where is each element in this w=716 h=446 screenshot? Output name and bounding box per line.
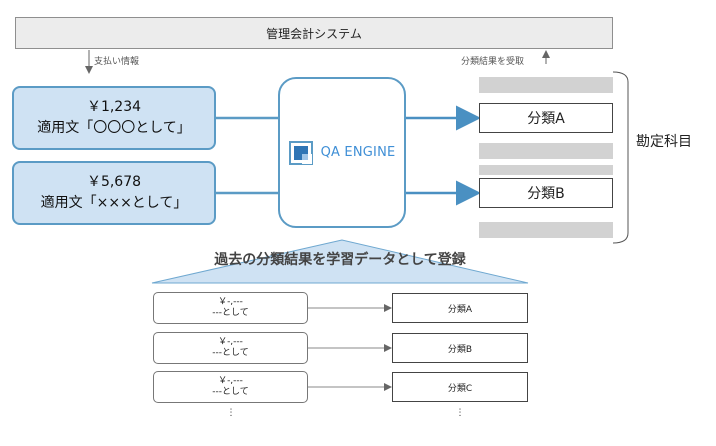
training-text: ---として bbox=[212, 348, 249, 358]
category-a-box: 分類A bbox=[479, 103, 613, 133]
accounts-label: 勘定科目 bbox=[636, 134, 692, 150]
more-rows-ellipsis: ⋮ bbox=[226, 408, 236, 418]
training-data-box: ￥-,--- ---として bbox=[153, 292, 308, 324]
transaction-description: 適用文「〇〇〇として」 bbox=[37, 120, 191, 136]
training-text: ---として bbox=[212, 308, 249, 318]
training-amount: ￥-,--- bbox=[218, 297, 243, 307]
payment-info-label: 支払い情報 bbox=[94, 57, 140, 67]
account-placeholder-bar bbox=[479, 165, 613, 175]
more-rows-ellipsis: ⋮ bbox=[455, 408, 465, 418]
transaction-box: ￥1,234 適用文「〇〇〇として」 bbox=[12, 86, 216, 150]
training-label-box: 分類B bbox=[392, 333, 528, 363]
training-label: 分類B bbox=[447, 344, 473, 355]
category-b-box: 分類B bbox=[479, 178, 613, 208]
qa-engine-logo: QA ENGINE bbox=[288, 140, 396, 165]
category-label: 分類B bbox=[527, 186, 565, 202]
qa-engine-name: QA ENGINE bbox=[320, 145, 396, 160]
qa-engine-logo-icon bbox=[288, 140, 313, 165]
learning-triangle bbox=[151, 239, 529, 284]
training-label: 分類C bbox=[447, 383, 473, 394]
training-text: ---として bbox=[212, 387, 249, 397]
transaction-box: ￥5,678 適用文「×××として」 bbox=[12, 161, 216, 225]
training-amount: ￥-,--- bbox=[218, 337, 243, 347]
system-title: 管理会計システム bbox=[266, 26, 362, 41]
account-placeholder-bar bbox=[479, 77, 613, 93]
receive-label: 分類結果を受取 bbox=[461, 57, 525, 67]
training-data-box: ￥-,--- ---として bbox=[153, 332, 308, 364]
qa-engine: QA ENGINE bbox=[278, 77, 406, 228]
training-label: 分類A bbox=[447, 304, 473, 315]
training-amount: ￥-,--- bbox=[218, 376, 243, 386]
category-label: 分類A bbox=[527, 111, 565, 127]
account-placeholder-bar bbox=[479, 222, 613, 238]
training-label-box: 分類C bbox=[392, 372, 528, 402]
transaction-amount: ￥5,678 bbox=[86, 174, 142, 190]
transaction-amount: ￥1,234 bbox=[86, 99, 142, 115]
management-accounting-system: 管理会計システム bbox=[15, 17, 613, 49]
transaction-description: 適用文「×××として」 bbox=[40, 195, 188, 211]
accounts-bracket bbox=[612, 71, 629, 244]
account-placeholder-bar bbox=[479, 143, 613, 159]
training-label-box: 分類A bbox=[392, 293, 528, 323]
training-title: 過去の分類結果を学習データとして登録 bbox=[214, 252, 466, 268]
training-data-box: ￥-,--- ---として bbox=[153, 371, 308, 403]
